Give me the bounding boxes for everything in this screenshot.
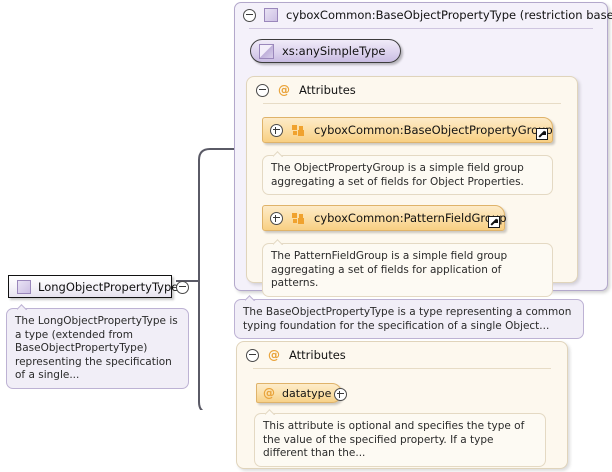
- attribute-group-label: cyboxCommon:BaseObjectPropertyGroup: [314, 123, 553, 137]
- external-link-icon[interactable]: [488, 216, 500, 228]
- own-attributes-header: @ Attributes: [237, 342, 567, 368]
- attribute-group-icon: [292, 212, 305, 224]
- expand-toggle-icon[interactable]: [270, 123, 283, 137]
- base-type-annotation: The BaseObjectPropertyType is a type rep…: [234, 299, 584, 339]
- base-type-collapse-toggle-icon[interactable]: [243, 8, 256, 22]
- attribute-group-icon: [292, 124, 305, 136]
- header-divider: [249, 28, 593, 29]
- base-type-title: cyboxCommon:BaseObjectPropertyType (rest…: [286, 8, 612, 22]
- attributes-divider: [253, 368, 551, 369]
- attribute-group-patternfieldgroup[interactable]: cyboxCommon:PatternFieldGroup: [262, 205, 507, 231]
- at-icon: @: [278, 83, 290, 97]
- attribute-group-annotation: The ObjectPropertyGroup is a simple fiel…: [262, 155, 553, 195]
- base-type-annotation-text: The BaseObjectPropertyType is a type rep…: [243, 306, 572, 332]
- attributes-title: Attributes: [299, 83, 356, 97]
- callout-tip: [245, 294, 256, 301]
- attribute-datatype[interactable]: @ datatype: [256, 383, 343, 403]
- attribute-group-annotation-text: The PatternFieldGroup is a simple field …: [271, 250, 508, 289]
- simple-type-node[interactable]: xs:anySimpleType: [250, 39, 401, 63]
- base-attributes-header: @ Attributes: [247, 77, 577, 103]
- external-link-icon[interactable]: [536, 128, 548, 140]
- attributes-collapse-toggle-icon[interactable]: [246, 348, 259, 362]
- at-icon: @: [268, 348, 280, 362]
- attribute-datatype-annotation-text: This attribute is optional and specifies…: [263, 420, 525, 459]
- attribute-group-annotation: The PatternFieldGroup is a simple field …: [262, 243, 553, 297]
- expand-toggle-icon[interactable]: [270, 211, 283, 225]
- complex-type-icon: [264, 8, 278, 22]
- attributes-divider: [263, 103, 561, 104]
- root-annotation-text: The LongObjectPropertyType is a type (ex…: [15, 315, 178, 381]
- root-collapse-toggle-icon[interactable]: [176, 281, 189, 294]
- attribute-expand-toggle-icon[interactable]: [333, 388, 347, 401]
- attribute-group-annotation-text: The ObjectPropertyGroup is a simple fiel…: [271, 162, 524, 188]
- attribute-group-baseobjectpropertygroup[interactable]: cyboxCommon:BaseObjectPropertyGroup: [262, 117, 553, 143]
- callout-tip: [265, 408, 276, 415]
- callout-tip: [273, 238, 284, 245]
- attributes-title: Attributes: [289, 348, 346, 362]
- at-icon: @: [263, 386, 275, 400]
- root-annotation: The LongObjectPropertyType is a type (ex…: [6, 308, 189, 389]
- simple-type-icon: [259, 43, 274, 59]
- base-type-header: cyboxCommon:BaseObjectPropertyType (rest…: [235, 3, 612, 28]
- attribute-group-label: cyboxCommon:PatternFieldGroup: [314, 211, 507, 225]
- callout-tip: [17, 303, 28, 310]
- attributes-collapse-toggle-icon[interactable]: [256, 83, 269, 97]
- attribute-datatype-annotation: This attribute is optional and specifies…: [254, 413, 546, 467]
- callout-tip: [273, 150, 284, 157]
- complex-type-icon: [17, 279, 31, 294]
- root-type-label: LongObjectPropertyType: [38, 279, 179, 294]
- attribute-datatype-label: datatype: [282, 386, 332, 400]
- simple-type-label: xs:anySimpleType: [282, 44, 386, 58]
- root-type-node[interactable]: LongObjectPropertyType: [8, 275, 178, 298]
